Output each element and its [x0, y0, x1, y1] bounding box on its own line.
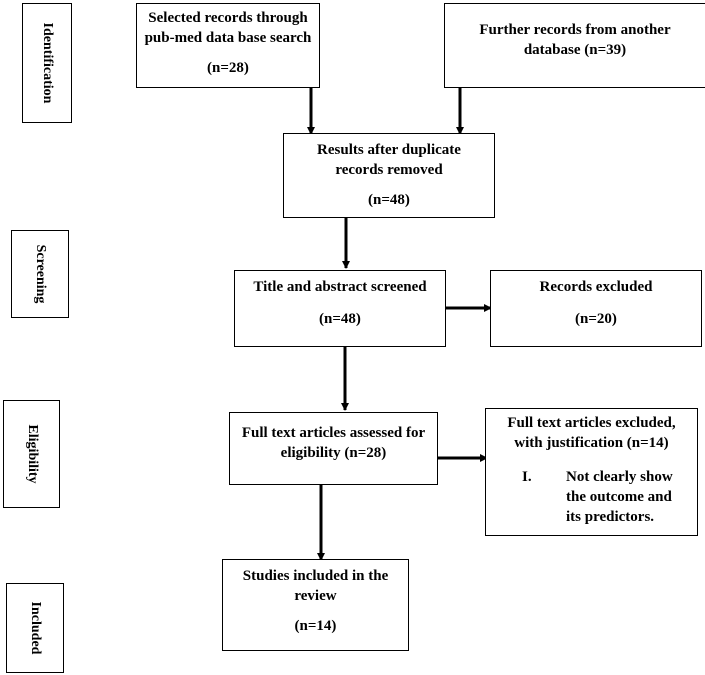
- other-db-line2: database (n=39): [523, 42, 627, 58]
- fulltext-line2: eligibility (n=28): [280, 445, 387, 461]
- box-fulltext-assessed: Full text articles assessed for eligibil…: [229, 412, 438, 485]
- stage-eligibility: Eligibility: [3, 400, 60, 508]
- fulltext-line1: Full text articles assessed for: [241, 425, 426, 441]
- box-records-excluded: Records excluded (n=20): [490, 270, 702, 347]
- exclusion-reason-line3: its predictors.: [566, 509, 655, 525]
- excluded-line1: Records excluded: [539, 279, 653, 295]
- duplicates-line2: records removed: [335, 162, 443, 178]
- included-count: (n=14): [294, 618, 337, 634]
- pubmed-line1: Selected records through: [148, 10, 308, 26]
- stage-screening: Screening: [11, 230, 69, 318]
- stage-included: Included: [6, 583, 64, 673]
- included-line2: review: [294, 588, 337, 604]
- fulltext-excluded-line1: Full text articles excluded,: [507, 415, 676, 431]
- pubmed-count: (n=28): [207, 60, 249, 76]
- exclusion-reason-line1: Not clearly show: [566, 469, 673, 485]
- box-duplicates-removed: Results after duplicate records removed …: [283, 133, 495, 218]
- box-studies-included: Studies included in the review (n=14): [222, 559, 409, 651]
- box-pubmed-records: Selected records through pub-med data ba…: [136, 3, 320, 88]
- duplicates-count: (n=48): [368, 192, 410, 208]
- exclusion-reason-marker: I.: [522, 469, 532, 485]
- exclusion-reason-line2: the outcome and: [566, 489, 672, 505]
- stage-identification: Identification: [22, 3, 72, 123]
- fulltext-excluded-line2: with justification (n=14): [514, 435, 669, 451]
- screened-count: (n=48): [319, 311, 361, 327]
- box-screened: Title and abstract screened (n=48): [234, 270, 446, 347]
- duplicates-line1: Results after duplicate: [317, 142, 461, 158]
- included-line1: Studies included in the: [242, 568, 389, 584]
- box-fulltext-excluded: Full text articles excluded, with justif…: [485, 408, 698, 536]
- box-other-database: Further records from another database (n…: [444, 3, 705, 88]
- excluded-count: (n=20): [575, 311, 617, 327]
- screened-line1: Title and abstract screened: [253, 279, 427, 295]
- pubmed-line2: pub-med data base search: [144, 30, 312, 46]
- other-db-line1: Further records from another: [479, 22, 671, 38]
